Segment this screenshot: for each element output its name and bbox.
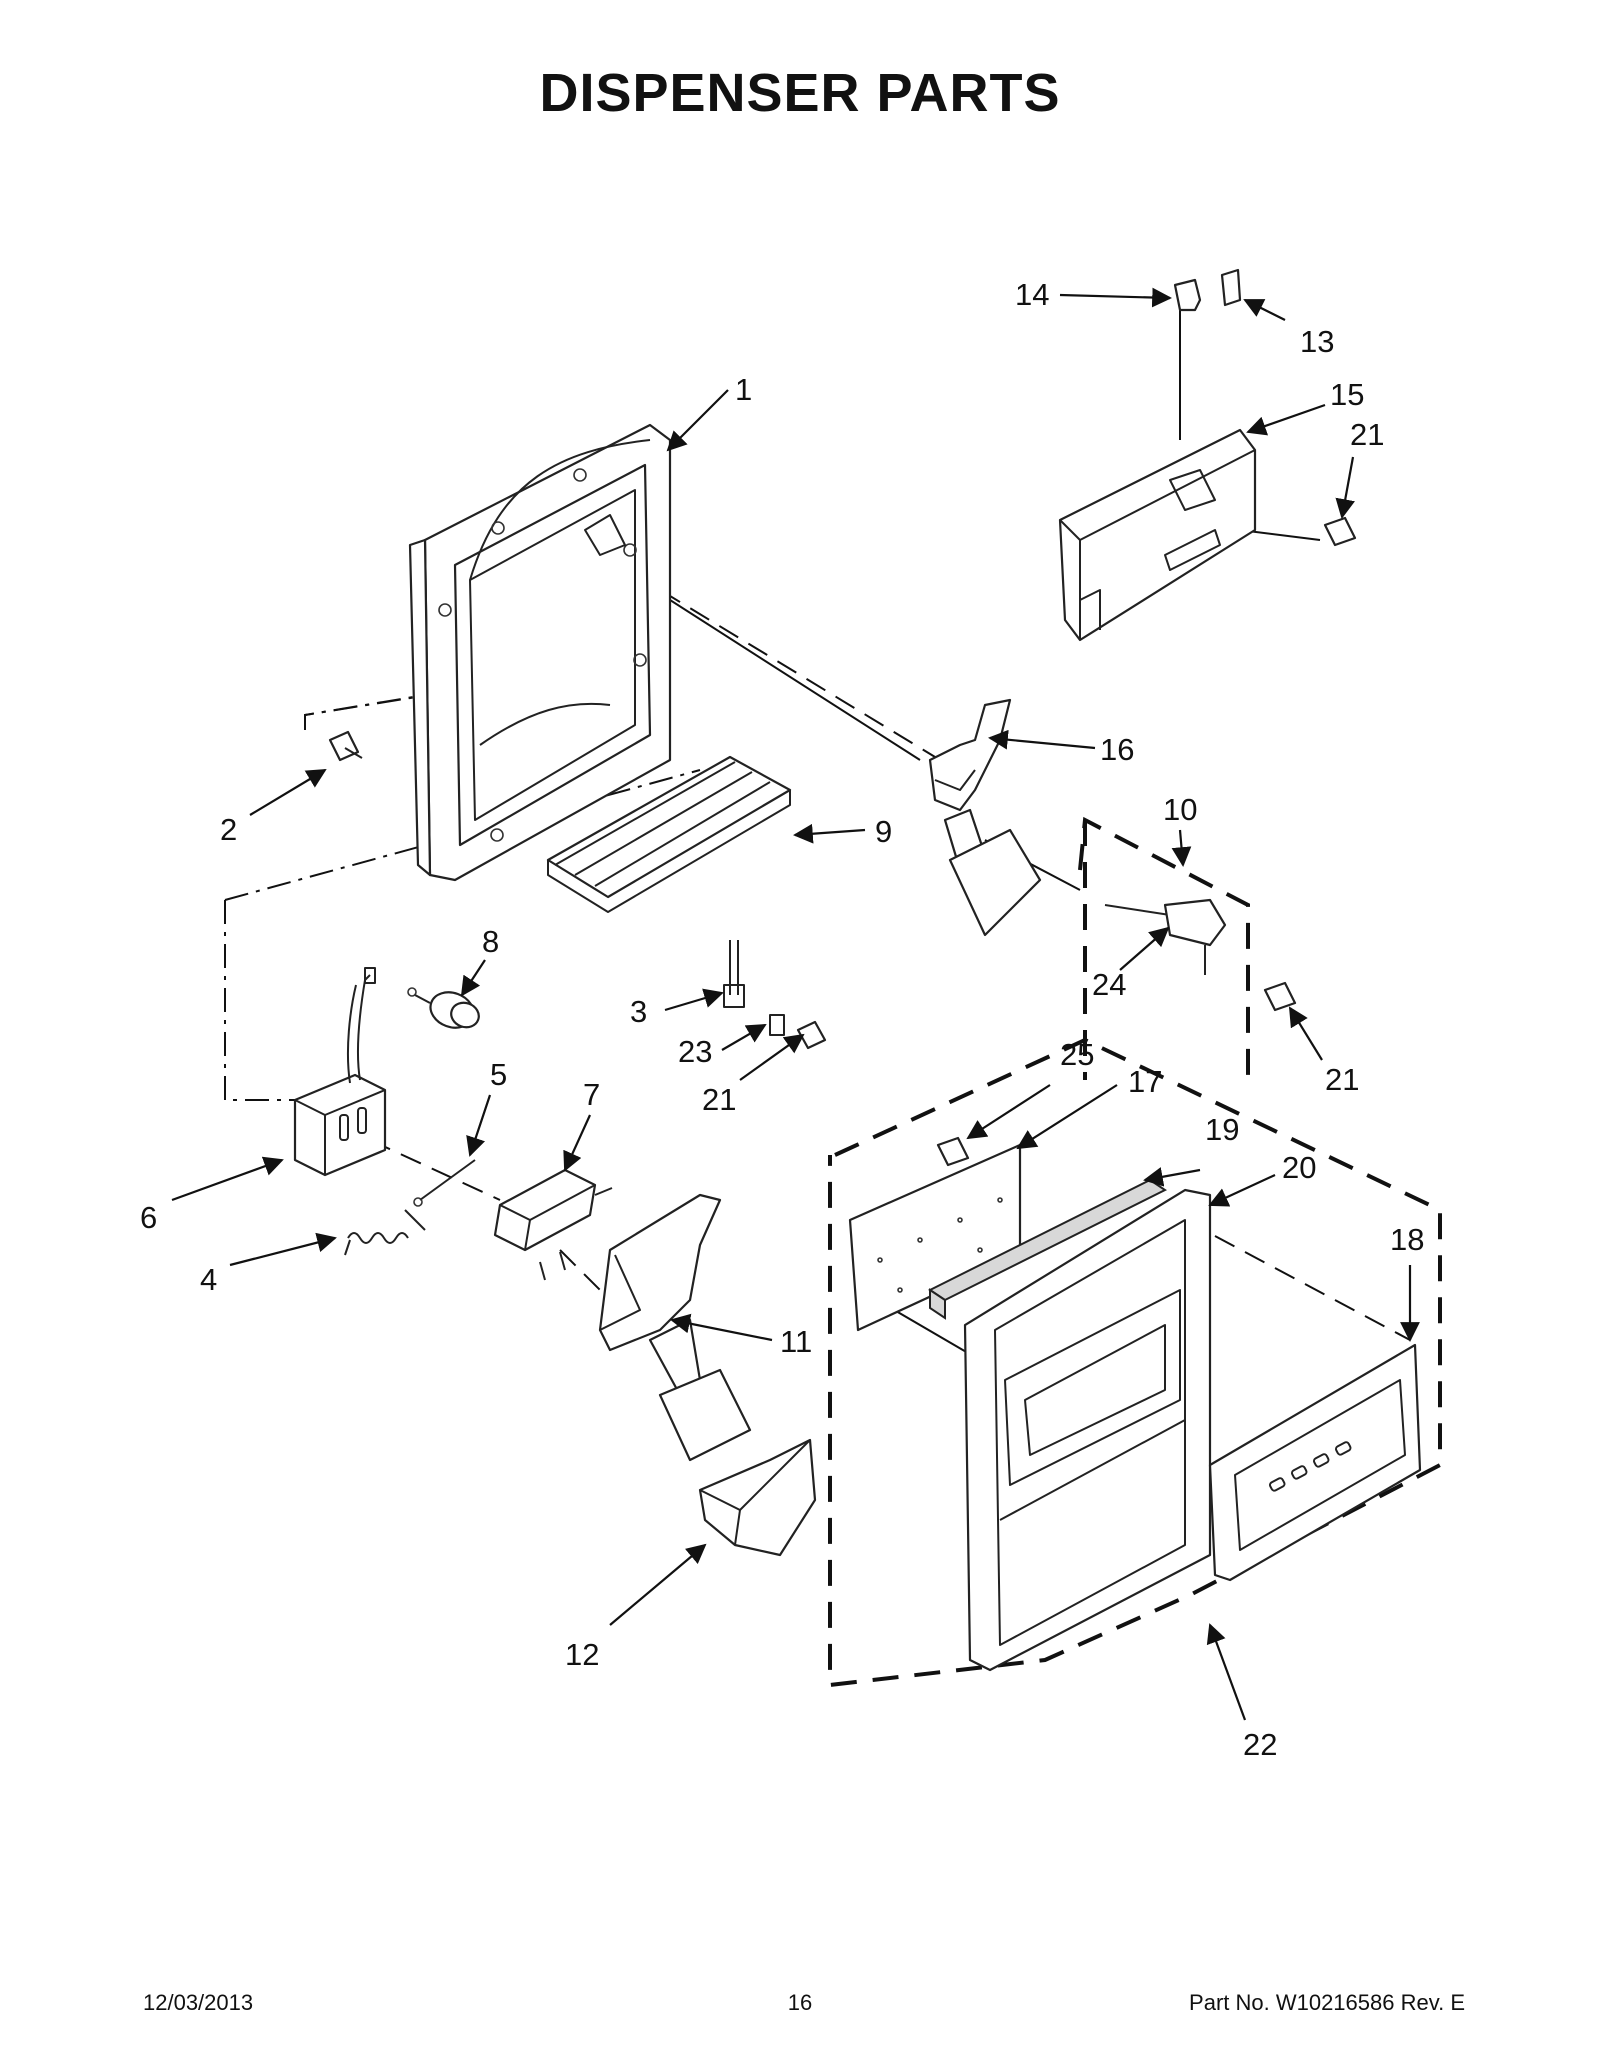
callout-7: 7 — [583, 1077, 600, 1112]
callout-12: 12 — [565, 1637, 599, 1672]
callout-14: 14 — [1015, 277, 1049, 312]
part-7-actuator — [493, 1168, 613, 1281]
part-4-spring — [344, 1209, 426, 1256]
footer-part-number: Part No. W10216586 Rev. E — [1189, 1990, 1465, 2015]
part-2-screw — [328, 730, 363, 762]
part-5-pin — [413, 1159, 476, 1207]
callout-21-center: 21 — [702, 1082, 736, 1117]
part-20-dispenser-frame — [963, 1188, 1212, 1672]
callout-21-top: 21 — [1350, 417, 1384, 452]
callout-23: 23 — [678, 1034, 712, 1069]
callout-20: 20 — [1282, 1150, 1316, 1185]
callout-8: 8 — [482, 924, 499, 959]
part-9-drip-tray — [546, 755, 792, 913]
part-21-screw-top — [1323, 516, 1357, 547]
part-18-control-panel — [1208, 1343, 1422, 1582]
callout-25: 25 — [1060, 1037, 1094, 1072]
part-25-screw — [936, 1136, 970, 1167]
callout-3: 3 — [630, 994, 647, 1029]
part-24-lever — [1104, 898, 1227, 975]
part-12-ice-chute — [698, 1438, 817, 1557]
callout-6: 6 — [140, 1200, 157, 1235]
callout-leaders — [171, 287, 1420, 1721]
part-16-water-paddle — [928, 698, 1042, 937]
part-13-insulator — [1220, 268, 1242, 307]
part-21-screw-center — [796, 1020, 827, 1050]
callout-5: 5 — [490, 1057, 507, 1092]
callout-21-right: 21 — [1325, 1062, 1359, 1097]
callout-18: 18 — [1390, 1222, 1424, 1257]
part-23-insulator — [769, 1014, 785, 1036]
callout-4: 4 — [200, 1262, 217, 1297]
callout-10: 10 — [1163, 792, 1197, 827]
footer-date: 12/03/2013 — [143, 1990, 254, 2015]
callout-11: 11 — [780, 1324, 812, 1359]
part-8-damper — [407, 987, 480, 1029]
callout-labels: 1 2 3 4 5 6 7 8 9 10 11 12 13 14 15 16 1… — [140, 277, 1424, 1762]
part-1-dispenser-housing — [408, 423, 672, 882]
callout-22: 22 — [1243, 1727, 1277, 1762]
part-19-seal — [928, 1178, 1167, 1320]
callout-2: 2 — [220, 812, 237, 847]
footer-page-number: 16 — [787, 1990, 813, 2015]
callout-15: 15 — [1330, 377, 1364, 412]
callout-16: 16 — [1100, 732, 1134, 767]
part-15-bracket — [1058, 428, 1257, 642]
part-11-ice-paddle — [598, 1193, 752, 1462]
callout-1: 1 — [735, 372, 752, 407]
callout-9: 9 — [875, 814, 892, 849]
part-14-switch-holder — [1173, 278, 1202, 312]
callout-24: 24 — [1092, 967, 1126, 1002]
callout-19: 19 — [1205, 1112, 1239, 1147]
callout-13: 13 — [1300, 324, 1334, 359]
part-3-switch — [723, 940, 745, 1008]
part-6-control-module — [293, 967, 387, 1177]
callout-17: 17 — [1128, 1064, 1162, 1099]
page-title: DISPENSER PARTS — [539, 63, 1061, 123]
part-21-screw-right — [1263, 981, 1297, 1012]
